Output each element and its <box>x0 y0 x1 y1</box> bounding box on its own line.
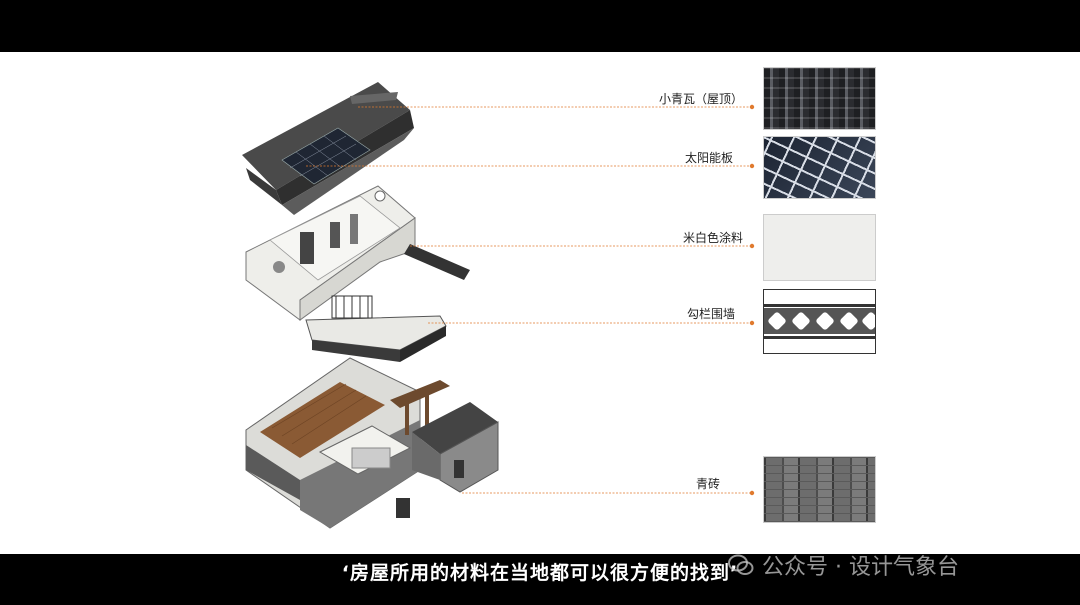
roof-tile-swatch <box>763 67 876 130</box>
upper-floor-layer <box>245 185 470 362</box>
leader-lines <box>306 104 755 496</box>
ground-floor-layer <box>245 357 499 529</box>
label-roof-tile: 小青瓦（屋顶） <box>658 92 743 106</box>
railing-pattern <box>764 290 880 339</box>
slide: 小青瓦（屋顶） 太阳能板 米白色涂料 勾栏围墙 青砖 <box>0 52 1080 554</box>
exploded-house-illustration <box>242 82 499 529</box>
video-subtitle: ‘房屋所用的材料在当地都可以很方便的找到’ <box>341 562 739 584</box>
label-railing-wall: 勾栏围墙 <box>686 307 735 321</box>
wechat-icon <box>728 554 754 575</box>
watermark-text: 公众号 · 设计气象台 <box>762 555 959 580</box>
label-paint: 米白色涂料 <box>682 231 743 245</box>
label-blue-brick: 青砖 <box>695 477 720 491</box>
roof-layer <box>242 82 414 215</box>
letterbox-top <box>0 0 1080 52</box>
solar-panel-swatch <box>763 136 876 199</box>
paint-swatch <box>763 214 876 281</box>
label-solar-panel: 太阳能板 <box>684 151 733 165</box>
railing-wall-swatch <box>763 289 880 354</box>
blue-brick-swatch <box>763 456 876 523</box>
watermark: 公众号 · 设计气象台 <box>728 548 959 582</box>
letterbox-bottom <box>0 554 1080 605</box>
